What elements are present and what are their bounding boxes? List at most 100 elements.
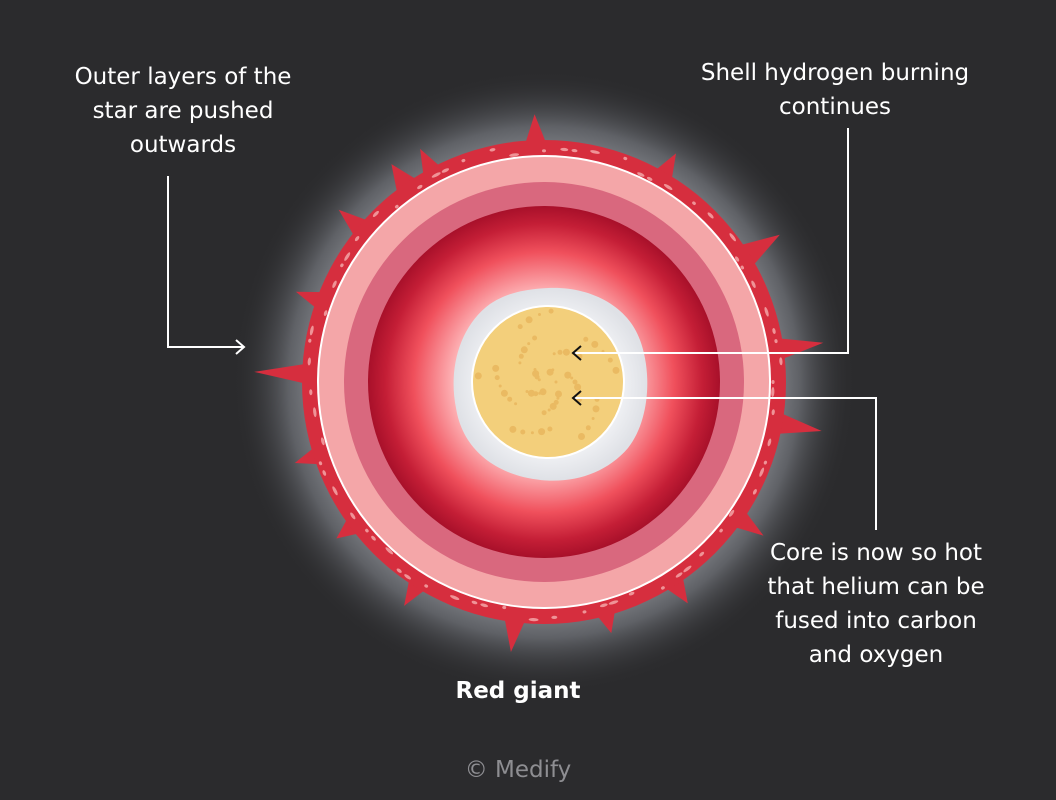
core-speckle — [607, 357, 613, 363]
core-speckle — [525, 390, 529, 393]
core-line-3: fused into carbon — [775, 608, 977, 634]
crust-speckle — [551, 615, 558, 620]
core-speckle — [578, 433, 585, 440]
core-speckle — [538, 313, 541, 316]
crust-spike — [336, 517, 361, 539]
outer-layers-line-1: Outer layers of the — [74, 64, 292, 90]
core-speckle — [514, 402, 518, 406]
core-speckle — [553, 399, 559, 405]
crust-speckle — [424, 584, 429, 588]
crust-speckle — [394, 204, 399, 209]
crust-speckle — [471, 600, 478, 605]
crust-spike — [777, 338, 824, 360]
crust-speckle — [340, 263, 344, 268]
crust-speckle — [404, 574, 412, 580]
core-speckle — [533, 391, 539, 397]
crust-speckle — [323, 310, 328, 317]
crust-speckle — [332, 486, 338, 496]
crust-speckle — [385, 547, 394, 555]
crust-speckle — [675, 572, 683, 578]
crust-speckle — [692, 201, 696, 205]
crust-speckle — [489, 148, 496, 152]
shell-burning-leader — [574, 128, 849, 354]
core-speckle — [549, 402, 557, 410]
crust-speckle — [318, 461, 323, 466]
core-speckle — [547, 426, 553, 432]
core-texture — [474, 308, 620, 440]
core-speckle — [555, 390, 562, 398]
crust-speckle — [628, 591, 635, 596]
crust-speckle — [707, 212, 714, 219]
core-speckle — [509, 425, 517, 433]
crust-speckle — [740, 265, 745, 270]
outer-layers-arrowhead — [235, 339, 246, 355]
core-speckle — [572, 379, 578, 385]
helium-core — [471, 305, 625, 459]
crust-speckle — [763, 460, 768, 465]
core-speckle — [500, 389, 508, 397]
core-speckle — [527, 342, 531, 346]
crust-speckle — [719, 528, 723, 533]
crust-speckle — [308, 338, 312, 343]
crust-speckle — [729, 233, 736, 242]
crust-spike — [524, 114, 547, 145]
crust-speckle — [365, 528, 369, 533]
core-speckle — [494, 375, 500, 381]
core-speckle — [538, 428, 546, 436]
core-speckle — [574, 383, 582, 391]
crust-speckle — [372, 210, 379, 217]
crust-speckle — [450, 595, 460, 601]
core-speckle — [552, 352, 556, 356]
crust-speckle — [759, 467, 765, 477]
crust-speckle — [350, 512, 356, 520]
crust-speckle — [320, 437, 325, 446]
crust-speckle — [660, 586, 665, 590]
core-speckle — [557, 349, 563, 355]
crust-speckle — [542, 149, 546, 153]
core-speckle — [507, 396, 513, 402]
core-speckle — [498, 384, 502, 388]
crust-speckle — [771, 387, 775, 397]
core-speckle — [612, 366, 620, 374]
core-speckle — [562, 348, 570, 356]
crust-speckle — [608, 600, 619, 605]
crust-speckle — [354, 236, 360, 242]
crust-speckle — [751, 280, 756, 288]
crust-spike — [504, 616, 526, 652]
core-speckle — [527, 389, 535, 397]
crust-spike — [664, 575, 688, 604]
core-leader — [574, 397, 877, 530]
crust-speckle — [779, 357, 783, 366]
crust-speckle — [663, 183, 673, 191]
core-line-4: and oxygen — [808, 642, 944, 668]
core-speckle — [564, 371, 572, 379]
crust-speckle — [417, 184, 423, 190]
crust-speckle — [396, 568, 402, 573]
core-speckle — [591, 340, 599, 348]
core-speckle — [541, 410, 547, 416]
core-speckle — [518, 361, 522, 365]
shell-burning-arrowhead — [571, 345, 582, 361]
credit-text: © Medify — [464, 757, 572, 783]
core-speckle — [534, 374, 540, 380]
crust-speckle — [309, 389, 313, 396]
core-arrowhead — [571, 390, 582, 406]
crust-speckle — [767, 438, 772, 447]
core-speckle — [547, 408, 551, 412]
outer-layers-line-3: outwards — [129, 132, 237, 158]
crust-spike — [254, 363, 307, 384]
outer-layers-annotation: Outer layers of the star are pushed outw… — [28, 60, 338, 162]
outer-layers-leader — [167, 176, 243, 348]
crust-speckle — [637, 172, 645, 177]
shell-burning-line-1: Shell hydrogen burning — [700, 60, 970, 86]
crust-speckle — [502, 605, 507, 610]
core-speckle — [548, 308, 554, 314]
crust-speckle — [646, 176, 653, 181]
crust-spike — [404, 578, 427, 606]
crust-speckle — [683, 565, 692, 573]
crust-speckle — [560, 147, 569, 152]
core-speckle — [592, 405, 600, 413]
core-speckle — [539, 388, 547, 396]
core-speckle — [517, 324, 523, 330]
crust-speckle — [734, 256, 740, 262]
